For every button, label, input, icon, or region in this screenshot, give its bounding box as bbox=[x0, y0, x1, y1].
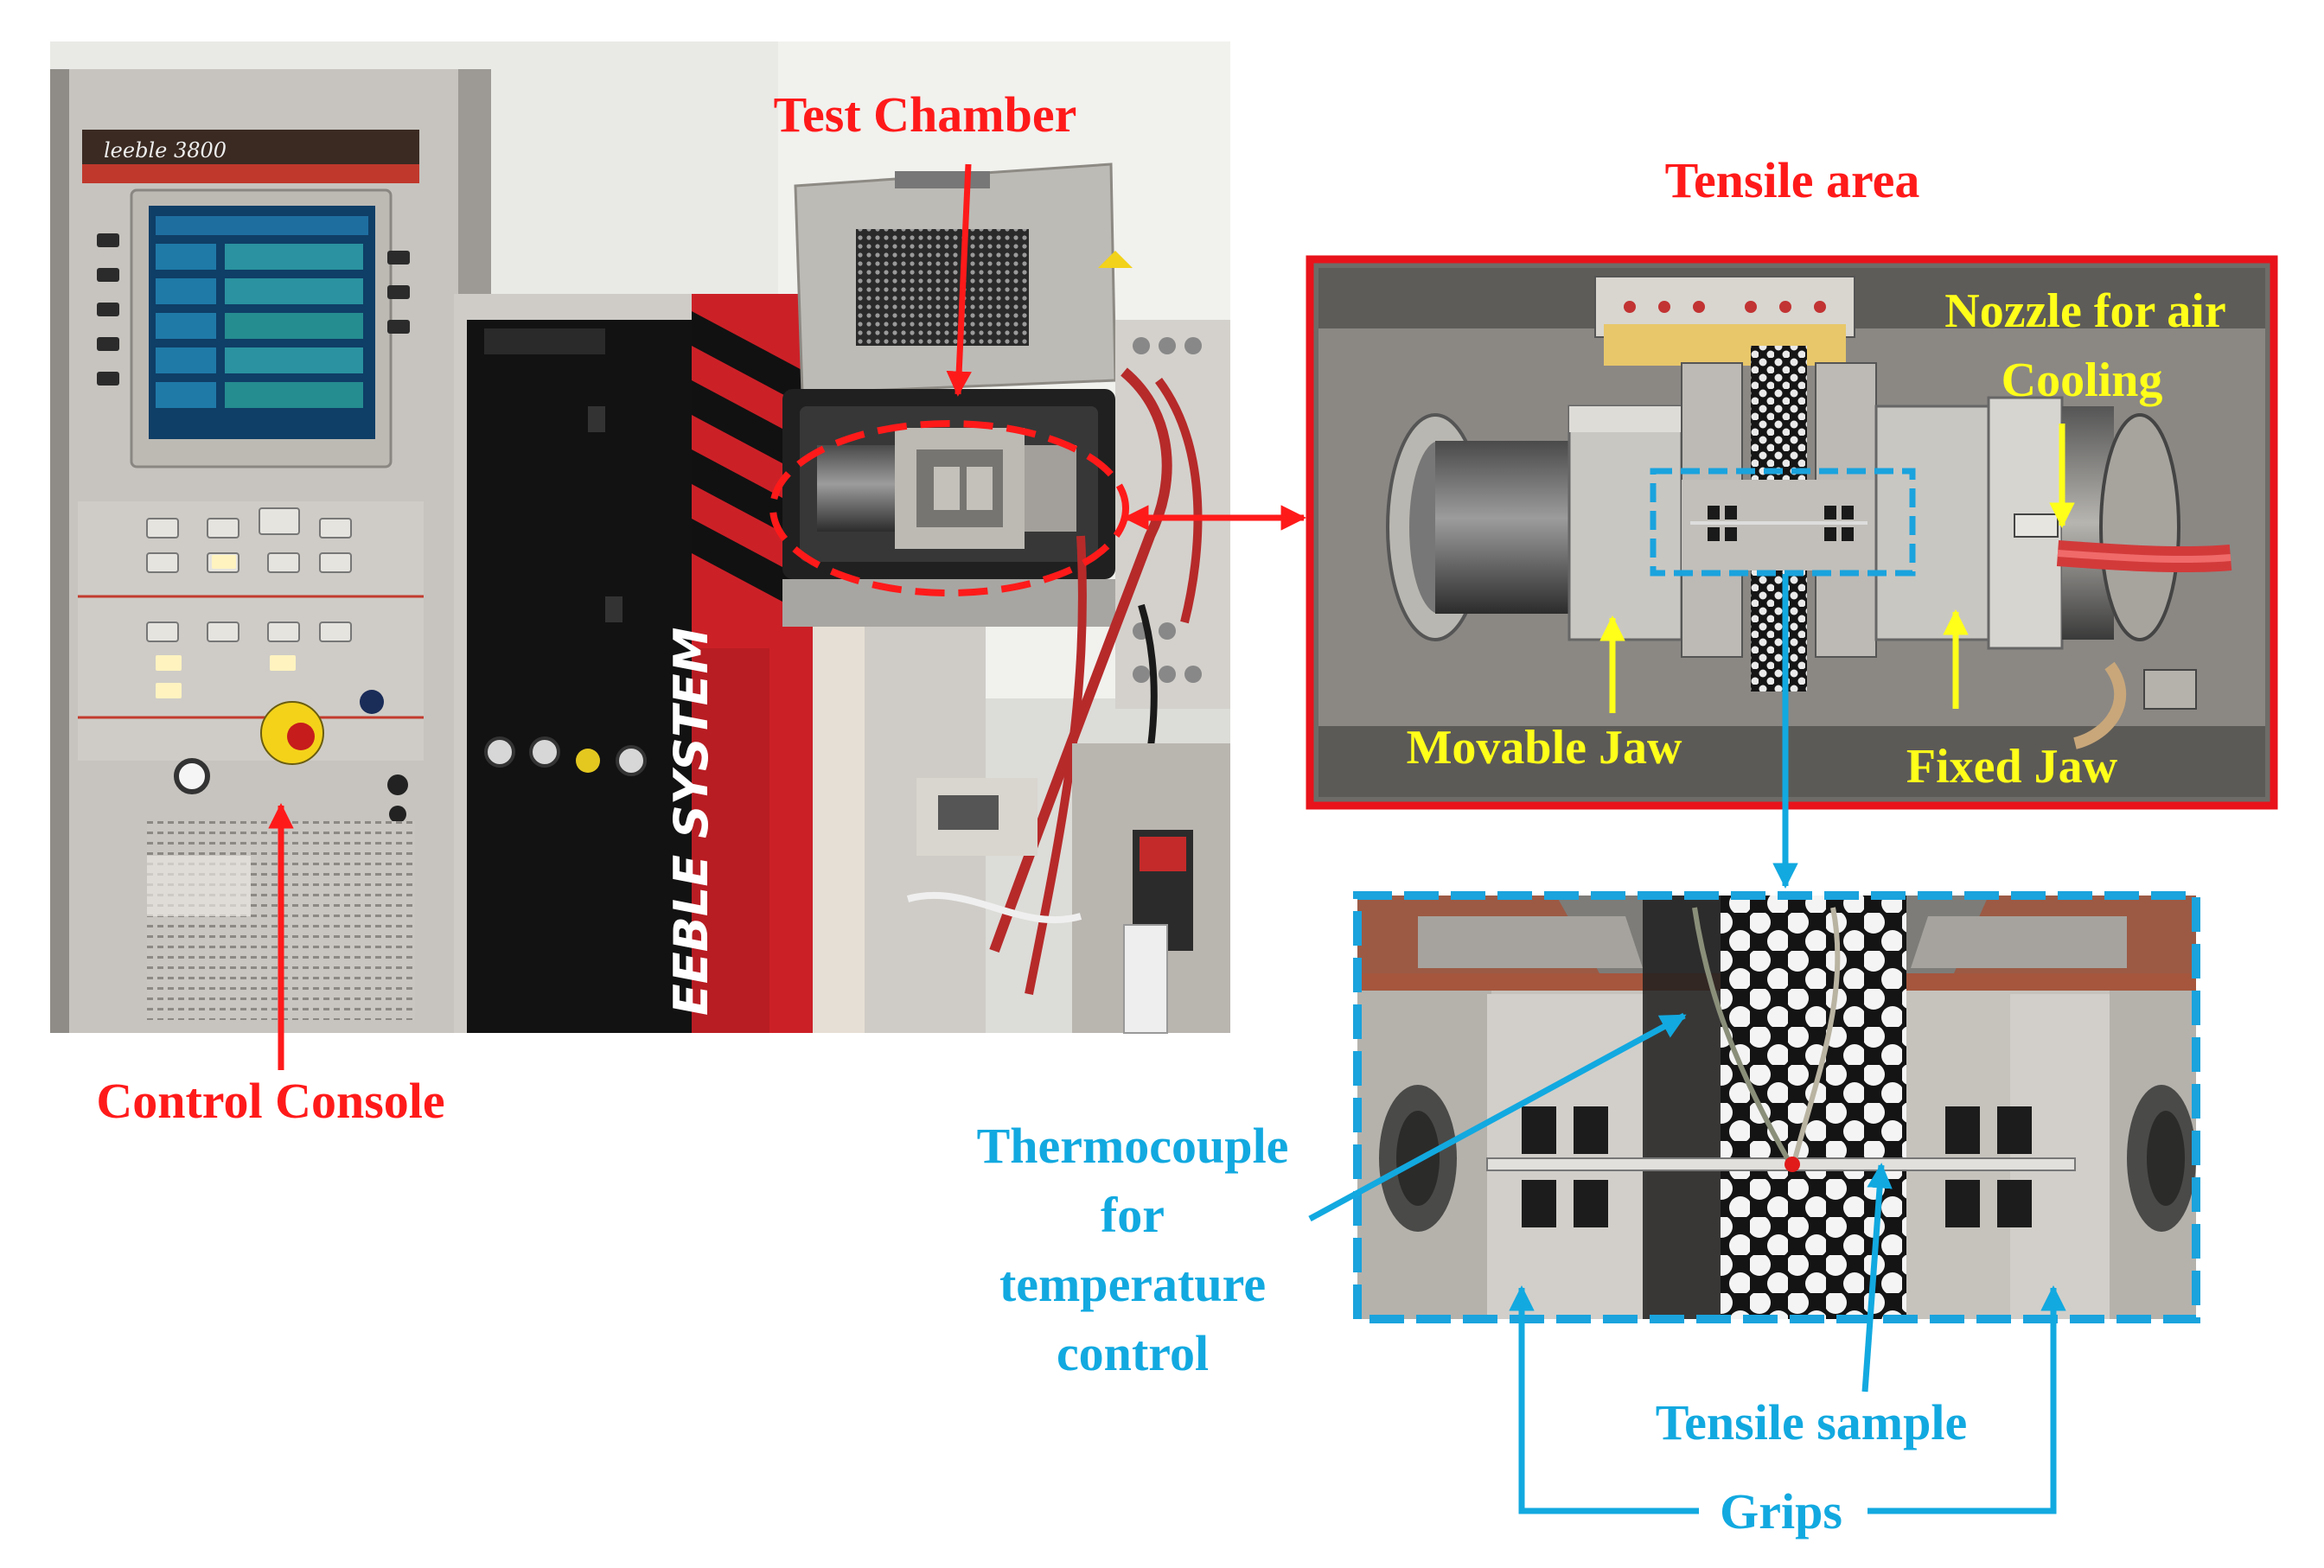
tensile-area-frame bbox=[1306, 255, 2278, 810]
nozzle-label-line1: Nozzle for air bbox=[1944, 284, 2225, 338]
grips-closeup-frame bbox=[1353, 891, 2200, 1323]
test-chamber-arrow bbox=[946, 163, 972, 397]
movable-jaw-label: Movable Jaw bbox=[1407, 721, 1682, 774]
test-chamber-label: Test Chamber bbox=[774, 86, 1077, 143]
thermocouple-junction-icon bbox=[1784, 1157, 1800, 1172]
thermocouple-label-line2: for bbox=[1101, 1187, 1165, 1243]
tensile-sample-arrow bbox=[1861, 1163, 1893, 1393]
thermocouple-label-line4: control bbox=[1057, 1325, 1209, 1381]
grips-right-arrow bbox=[1868, 1285, 2066, 1514]
control-console-cabinet: leeble 3800 bbox=[50, 69, 491, 1033]
grips-label: Grips bbox=[1720, 1483, 1842, 1539]
thermocouple-label-line3: temperature bbox=[999, 1256, 1266, 1312]
grips-left-arrow bbox=[1509, 1285, 1699, 1514]
console-monitor bbox=[130, 188, 393, 468]
power-cabinet bbox=[454, 294, 731, 1033]
tensile-area-photo bbox=[1310, 259, 2274, 806]
thermocouple-label-line1: Thermocouple bbox=[977, 1118, 1289, 1174]
brand-plate-text: leeble 3800 bbox=[104, 138, 227, 163]
nozzle-label-line2: Cooling bbox=[2002, 354, 2163, 407]
console-buttons bbox=[78, 501, 424, 823]
fixed-jaw-label: Fixed Jaw bbox=[1906, 740, 2118, 794]
machine-photo: leeble 3800 bbox=[50, 41, 1230, 1034]
thermocouple-arrow bbox=[1308, 1012, 1687, 1222]
side-logo-text: EEBLE SYSTEM bbox=[664, 628, 718, 1016]
tensile-sample-label: Tensile sample bbox=[1656, 1394, 1967, 1450]
tensile-area-label: Tensile area bbox=[1665, 152, 1920, 208]
control-console-label: Control Console bbox=[96, 1073, 444, 1129]
grips-closeup-photo bbox=[1357, 896, 2196, 1319]
grip-highlight bbox=[1650, 468, 1916, 577]
